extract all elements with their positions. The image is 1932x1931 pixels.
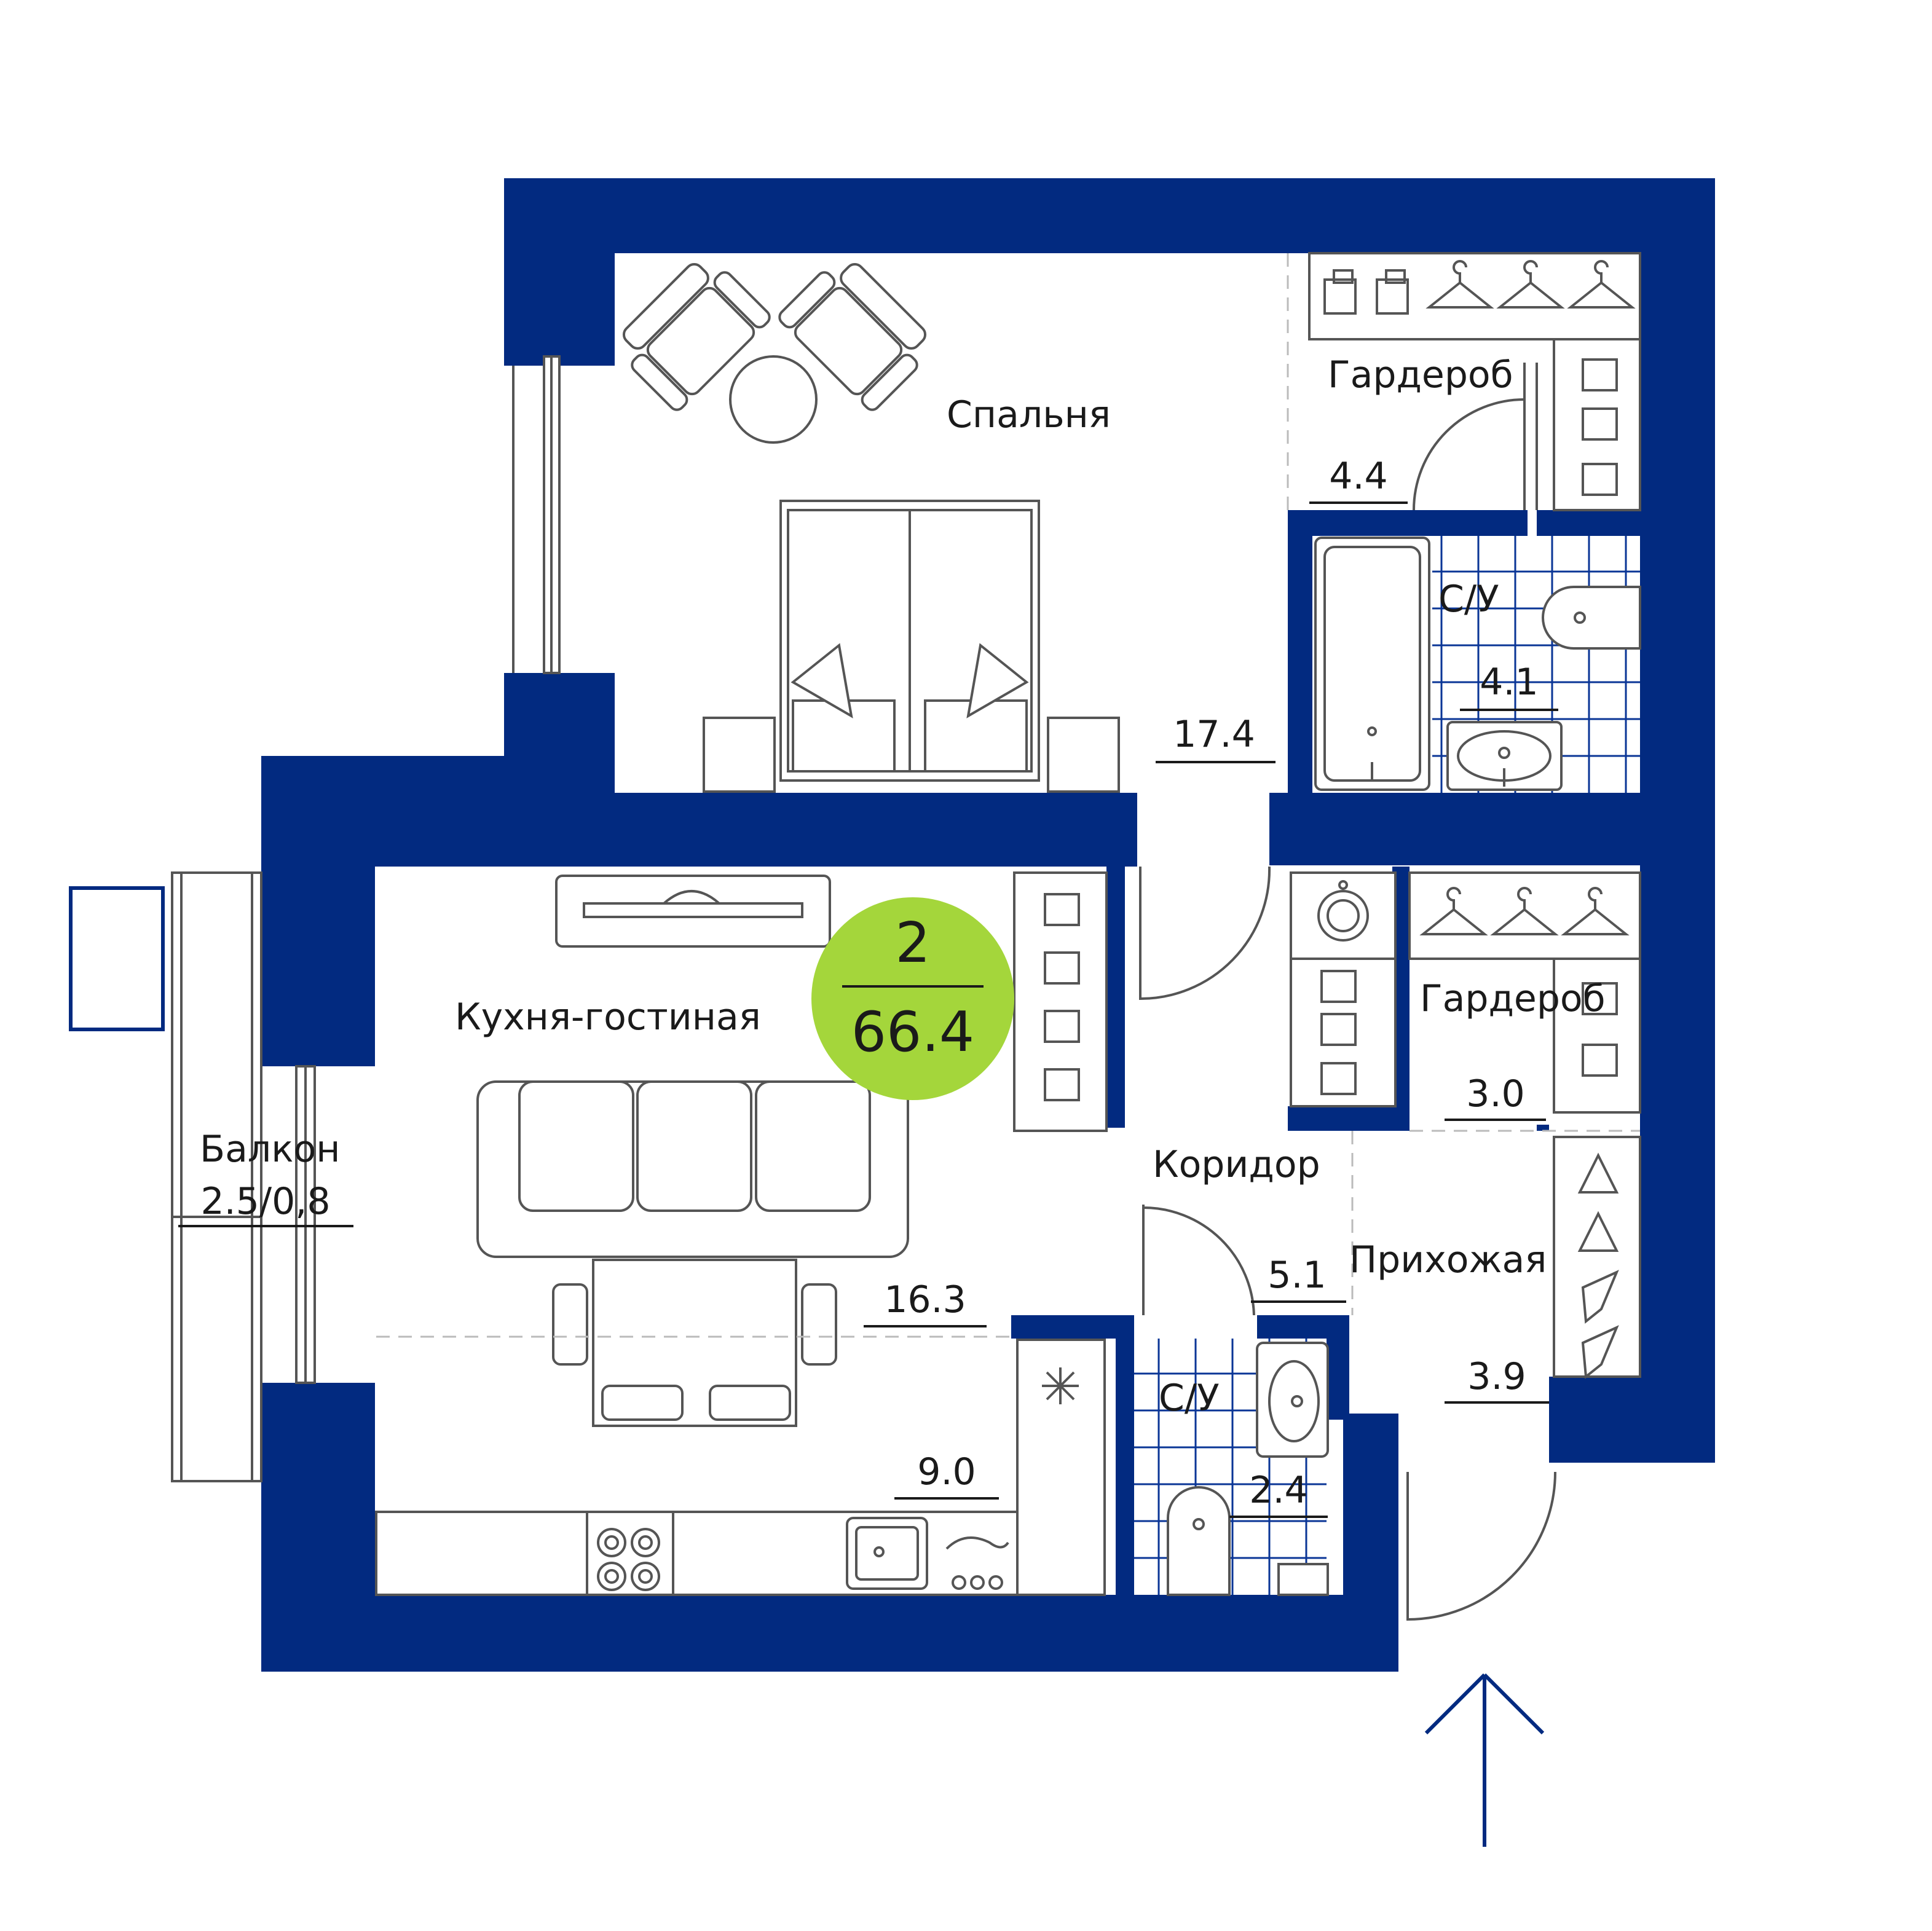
kitchen-units [375, 1339, 1106, 1596]
total-area: 66.4 [851, 1000, 974, 1064]
shelf-box-icon [1320, 970, 1357, 1003]
wardrobe-top-furniture [1287, 252, 1641, 511]
room-area-balcony: 2.5/0,8 [200, 1180, 330, 1223]
room-area-bathroom-bottom: 2.4 [1249, 1469, 1307, 1512]
corridor-closet [1290, 871, 1397, 1107]
shelf-box-icon [1320, 1013, 1357, 1046]
sink-icon [1446, 721, 1563, 791]
wardrobe-mid-furniture [1408, 871, 1641, 1132]
room-area-hallway: 3.9 [1467, 1355, 1526, 1398]
snowflake-icon [1042, 1367, 1079, 1404]
hanger-icon [1496, 260, 1565, 309]
room-area-bathroom-top: 4.1 [1480, 661, 1538, 704]
hanger-icon [1561, 887, 1630, 935]
sofa-icon [476, 1080, 909, 1258]
living-furniture [376, 866, 1271, 1427]
dining-table-icon [552, 1259, 837, 1427]
room-area-wardrobe-mid: 3.0 [1466, 1072, 1524, 1115]
shelf-box-icon [1376, 269, 1409, 315]
shelf-box-icon [1582, 463, 1618, 496]
balcony-ac-unit [69, 886, 165, 1031]
room-area-corridor: 5.1 [1268, 1254, 1326, 1297]
room-area-wardrobe-top: 4.4 [1329, 455, 1387, 498]
nightstand-icon [1047, 717, 1120, 793]
washing-machine-icon [1317, 880, 1369, 942]
shelf-box-icon [1044, 893, 1080, 926]
room-area-kitchen: 9.0 [917, 1450, 976, 1493]
hanger-icon [1577, 1152, 1619, 1194]
room-name-bedroom: Спальня [947, 393, 1111, 436]
hanger-icon [1419, 887, 1488, 935]
hallway-furniture [1142, 1131, 1641, 1621]
room-area-bedroom: 17.4 [1173, 713, 1255, 756]
cabinet-shelf [1013, 871, 1108, 1132]
nightstand-icon [703, 717, 776, 793]
balcony [69, 871, 262, 1482]
hanger-icon [1490, 887, 1559, 935]
room-name-balcony: Балкон [200, 1128, 340, 1171]
room-name-hallway: Прихожая [1349, 1238, 1547, 1281]
shelf-box-icon [1044, 1068, 1080, 1101]
living-window [295, 1065, 316, 1384]
tv-stand-icon [555, 875, 831, 948]
shelf-box-icon [1582, 1044, 1618, 1077]
shelf-box-icon [1582, 982, 1618, 1015]
cooktop-icon [586, 1511, 674, 1596]
room-area-kitchen-living: 16.3 [884, 1278, 966, 1321]
apartment-badge: 2 66.4 [811, 897, 1014, 1100]
armchair-icon [778, 262, 927, 411]
hanger-icon [1577, 1211, 1619, 1252]
room-name-bathroom-top: С/У [1438, 578, 1499, 621]
hanger-icon [1425, 260, 1494, 309]
dishwasher-icon [945, 1536, 1009, 1590]
walls [261, 178, 1715, 1672]
rooms-count: 2 [895, 911, 930, 975]
shelf-box-icon [1582, 407, 1618, 441]
bathroom-top [1314, 536, 1641, 793]
bedroom-furniture [622, 262, 1120, 793]
room-name-corridor: Коридор [1153, 1143, 1320, 1186]
shelf-box-icon [1044, 951, 1080, 985]
armchair-icon [622, 262, 771, 411]
shelf-box-icon [1323, 269, 1357, 315]
room-name-wardrobe-top: Гардероб [1328, 353, 1513, 396]
sink-icon [846, 1517, 928, 1590]
hanger-icon [1567, 260, 1636, 309]
bathroom-top-tiles [1432, 536, 1640, 793]
high-heel-icon [1581, 1325, 1619, 1379]
double-bed-icon [779, 500, 1040, 782]
entrance-arrow-icon [1424, 1673, 1545, 1847]
riser-box [1277, 1563, 1329, 1596]
room-name-kitchen-living: Кухня-гостиная [455, 996, 761, 1039]
shelf-box-icon [1044, 1010, 1080, 1043]
high-heel-icon [1581, 1270, 1619, 1324]
bedroom-window [512, 355, 561, 674]
toilet-icon [1542, 586, 1641, 650]
round-table-icon [729, 355, 818, 444]
room-name-wardrobe-mid: Гардероб [1420, 977, 1606, 1020]
sink-icon [1256, 1342, 1329, 1458]
room-name-bathroom-bottom: С/У [1159, 1377, 1220, 1420]
room-labels: Спальня 17.4 Гардероб 4.4 С/У 4.1 Кухня-… [178, 353, 1606, 1518]
bathroom-bottom [1134, 1339, 1329, 1596]
toilet-icon [1167, 1486, 1231, 1596]
bathtub-icon [1314, 537, 1430, 791]
shelf-box-icon [1320, 1062, 1357, 1095]
shelf-box-icon [1582, 358, 1618, 391]
